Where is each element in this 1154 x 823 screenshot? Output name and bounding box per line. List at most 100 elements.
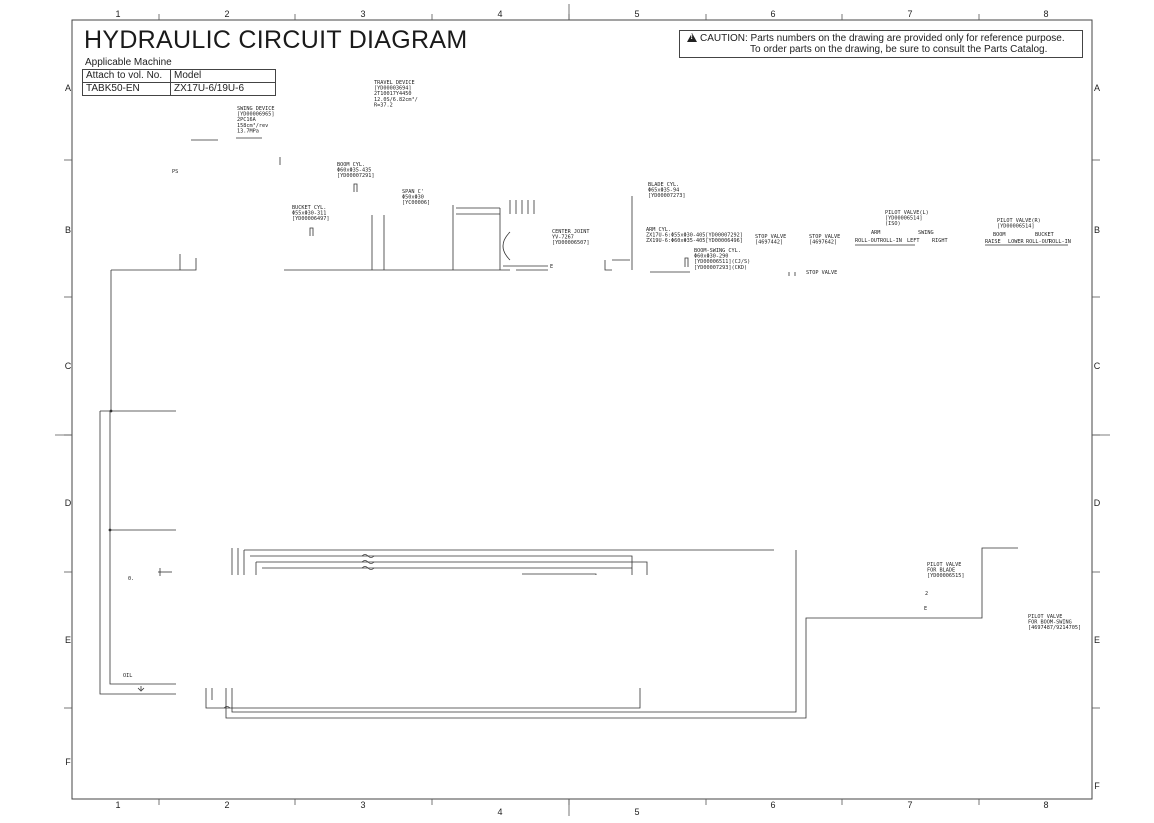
oil-tank-arrow <box>137 686 145 692</box>
pilot-line-6 <box>256 561 648 575</box>
svg-text:CENTER JOINT: CENTER JOINT <box>552 229 589 235</box>
center-joint-arc <box>502 231 511 261</box>
pilot-valve-left-port-label: ROLL-OUT <box>855 238 880 244</box>
grid-column-label: 8 <box>1043 800 1048 810</box>
travel-device-label: TRAVEL DEVICE[YD00003694]2T10017Y445012.… <box>374 80 418 108</box>
svg-text:12.0S/6.82cm³/: 12.0S/6.82cm³/ <box>374 97 418 103</box>
pilot-valve-left-port-label: RIGHT <box>932 238 948 244</box>
svg-text:Φ60xΦ35-435: Φ60xΦ35-435 <box>337 168 371 174</box>
pilot-valve-left-port-label: LEFT <box>907 238 920 244</box>
svg-text:SPAN C': SPAN C' <box>402 189 424 195</box>
svg-text:STOP VALVE: STOP VALVE <box>806 270 837 276</box>
grid-row-label: A <box>1094 83 1100 93</box>
grid-column-label: 8 <box>1043 9 1048 19</box>
table-cell: TABK50-EN <box>82 82 171 96</box>
pilot-valve-right-port-label: RAISE <box>985 239 1001 245</box>
pilot-valve-right-label: PILOT VALVE(R)[YD00006514] <box>997 218 1041 230</box>
swing-device-label: SWING DEVICE[YD00006965]2PC16A158cm³/rev… <box>237 106 274 134</box>
svg-text:PILOT VALVE: PILOT VALVE <box>927 562 961 568</box>
stop-valve-label: STOP VALVE[4697642] <box>809 234 840 246</box>
grid-column-label: 5 <box>634 807 639 817</box>
center-joint-bars <box>509 200 535 214</box>
svg-text:[YD00006965]: [YD00006965] <box>237 112 274 118</box>
pressure-switch-label: PS <box>172 169 178 175</box>
grid-column-label: 3 <box>360 9 365 19</box>
warning-triangle-icon <box>687 33 697 42</box>
pilot-valve-right-port-label: ROLL-IN <box>1049 239 1071 245</box>
grid-column-label: 4 <box>497 807 502 817</box>
grid-column-label: 2 <box>224 800 229 810</box>
svg-text:[YD00006515]: [YD00006515] <box>927 573 964 579</box>
crossover-hop <box>361 554 375 558</box>
grid-column-label: 2 <box>224 9 229 19</box>
svg-text:(ISO): (ISO) <box>885 221 901 227</box>
svg-text:PILOT VALVE: PILOT VALVE <box>1028 614 1062 620</box>
caution-line-2: To order parts on the drawing, be sure t… <box>750 44 1048 55</box>
svg-text:TRAVEL DEVICE: TRAVEL DEVICE <box>374 80 415 86</box>
component-labels: TRAVEL DEVICE[YD00003694]2T10017Y445012.… <box>123 80 1081 679</box>
border-frame <box>71 19 1093 800</box>
bucket-cyl-label: BUCKET CYL.Φ55xΦ30-311[YD00006497] <box>292 205 329 222</box>
svg-text:ZX17U-6:Φ55xΦ30-405[YD00007292: ZX17U-6:Φ55xΦ30-405[YD00007292] <box>646 233 743 239</box>
grid-column-label: 1 <box>115 800 120 810</box>
svg-text:[YD00007291]: [YD00007291] <box>337 173 374 179</box>
line-junctions <box>108 409 113 532</box>
caution-line-1: CAUTION: Parts numbers on the drawing ar… <box>700 33 1065 44</box>
table-cell: ZX17U-6/19U-6 <box>170 82 276 96</box>
pilot-valve-right-port-label: ROLL-OUT <box>1026 239 1051 245</box>
grid-column-label: 6 <box>770 800 775 810</box>
svg-text:[4697442]: [4697442] <box>755 240 783 246</box>
pilot-valve-left-label: PILOT VALVE(L)[YD00006514](ISO) <box>885 210 929 227</box>
boom-swing-cyl-label: BOOM-SWING CYL.Φ60xΦ30-290[YD00006511](C… <box>694 248 750 271</box>
svg-text:STOP VALVE: STOP VALVE <box>809 234 840 240</box>
grid-row-label: F <box>1094 781 1100 791</box>
pilot-valve-right-port-label: LOWER <box>1008 239 1024 245</box>
pilot-valve-left-port-label: ROLL-IN <box>880 238 902 244</box>
small-mark-label: 0. <box>128 576 134 582</box>
return-line-inner <box>109 411 176 685</box>
svg-text:13.7MPa: 13.7MPa <box>237 128 259 134</box>
pilot-valve-right-port-label: BUCKET <box>1035 232 1054 238</box>
grid-column-label: 7 <box>907 9 912 19</box>
junction-dot <box>109 409 113 413</box>
svg-text:PILOT VALVE(L): PILOT VALVE(L) <box>885 210 929 216</box>
svg-text:[YD00007273]: [YD00007273] <box>648 193 685 199</box>
pump-feed-line <box>111 258 197 271</box>
svg-text:R=37.2: R=37.2 <box>374 102 393 108</box>
svg-text:[YC00006]: [YC00006] <box>402 200 430 206</box>
crossover-hop <box>361 560 375 564</box>
caution-box: CAUTION: Parts numbers on the drawing ar… <box>679 30 1083 58</box>
svg-text:BUCKET CYL.: BUCKET CYL. <box>292 205 326 211</box>
grid-row-label: C <box>65 361 72 371</box>
svg-text:[YD00003694]: [YD00003694] <box>374 86 411 92</box>
grid-ticks <box>55 4 1110 816</box>
grid-column-label: 7 <box>907 800 912 810</box>
svg-text:[4697487/9214705]: [4697487/9214705] <box>1028 625 1081 631</box>
svg-text:ZX19U-6:Φ60xΦ35-405[YD00006496: ZX19U-6:Φ60xΦ35-405[YD00006496] <box>646 238 743 244</box>
boom-mark <box>353 183 358 192</box>
svg-text:BOOM CYL.: BOOM CYL. <box>337 162 365 168</box>
svg-text:[YD00006507]: [YD00006507] <box>552 240 589 246</box>
svg-text:Φ60xΦ30-290: Φ60xΦ30-290 <box>694 254 728 260</box>
grid-column-label: 6 <box>770 9 775 19</box>
table-row: TABK50-EN ZX17U-6/19U-6 <box>82 82 276 96</box>
arm-cyl-label: ARM CYL.ZX17U-6:Φ55xΦ30-405[YD00007292]Z… <box>646 227 743 244</box>
grid-row-label: D <box>65 498 72 508</box>
pilot-valve-right-port-label: BOOM <box>993 232 1006 238</box>
stop-valve-3-marks <box>788 272 796 276</box>
svg-text:[YD00007293](CKD): [YD00007293](CKD) <box>694 265 747 271</box>
svg-text:Φ50xΦ30: Φ50xΦ30 <box>402 195 424 201</box>
crossover-hop <box>223 706 231 709</box>
stop-valve-label: STOP VALVE <box>806 270 837 276</box>
span-c-label: SPAN C'Φ50xΦ30[YC00006] <box>402 189 430 206</box>
boom-swing-mark <box>684 257 689 267</box>
svg-text:2PC16A: 2PC16A <box>237 117 257 123</box>
svg-text:FOR BLADE: FOR BLADE <box>927 568 955 574</box>
junction-dot <box>108 528 112 532</box>
pilot-valve-left-port-label: SWING <box>918 230 934 236</box>
small-mark-label: 2 <box>925 591 928 597</box>
svg-text:BLADE CYL.: BLADE CYL. <box>648 182 679 188</box>
